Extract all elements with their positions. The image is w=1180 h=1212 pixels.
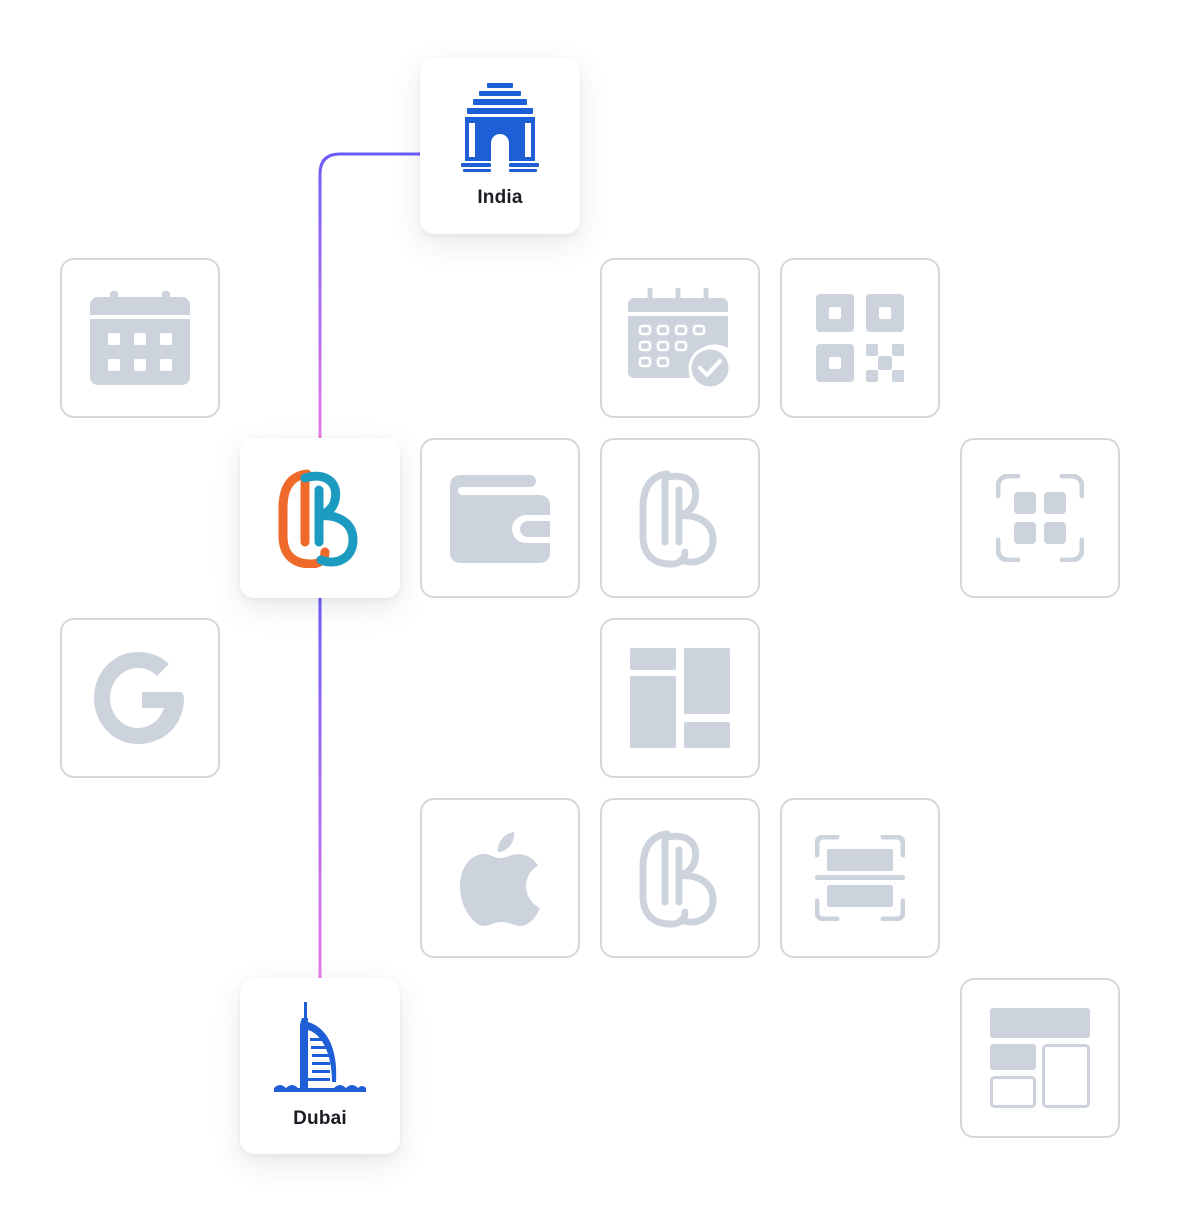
brand-b-logo-icon [278, 469, 358, 568]
dashboard-layout-icon [630, 648, 730, 748]
scan-frame-icon [996, 474, 1084, 562]
wallet-icon [450, 475, 550, 563]
tile-google[interactable] [60, 618, 220, 778]
connector-top [318, 152, 420, 440]
tile-apple[interactable] [420, 798, 580, 958]
tile-wallet[interactable] [420, 438, 580, 598]
tile-qr-code[interactable] [780, 258, 940, 418]
brand-logo-card[interactable] [240, 438, 400, 598]
india-gate-icon [461, 83, 539, 172]
tile-brand-outline-2[interactable] [600, 798, 760, 958]
qr-code-icon [816, 294, 904, 382]
tile-barcode-scan[interactable] [780, 798, 940, 958]
tile-dashboard-layout[interactable] [600, 618, 760, 778]
brand-b-outline-icon-2 [639, 830, 717, 928]
tile-calendar[interactable] [60, 258, 220, 418]
location-card-india[interactable]: India [420, 58, 580, 234]
brand-b-outline-icon [639, 470, 717, 568]
calendar-check-icon [628, 288, 732, 388]
tile-scan-frame[interactable] [960, 438, 1120, 598]
apple-icon [460, 832, 540, 926]
page-layout-icon [990, 1008, 1090, 1108]
tile-calendar-check[interactable] [600, 258, 760, 418]
tile-page-layout[interactable] [960, 978, 1120, 1138]
location-label-dubai: Dubai [293, 1108, 347, 1129]
location-card-dubai[interactable]: Dubai [240, 978, 400, 1154]
location-label-india: India [477, 187, 523, 208]
calendar-icon [90, 291, 190, 385]
barcode-scan-icon [815, 835, 905, 921]
google-icon [94, 652, 184, 744]
tile-brand-outline-1[interactable] [600, 438, 760, 598]
burj-al-arab-icon [274, 1002, 366, 1092]
